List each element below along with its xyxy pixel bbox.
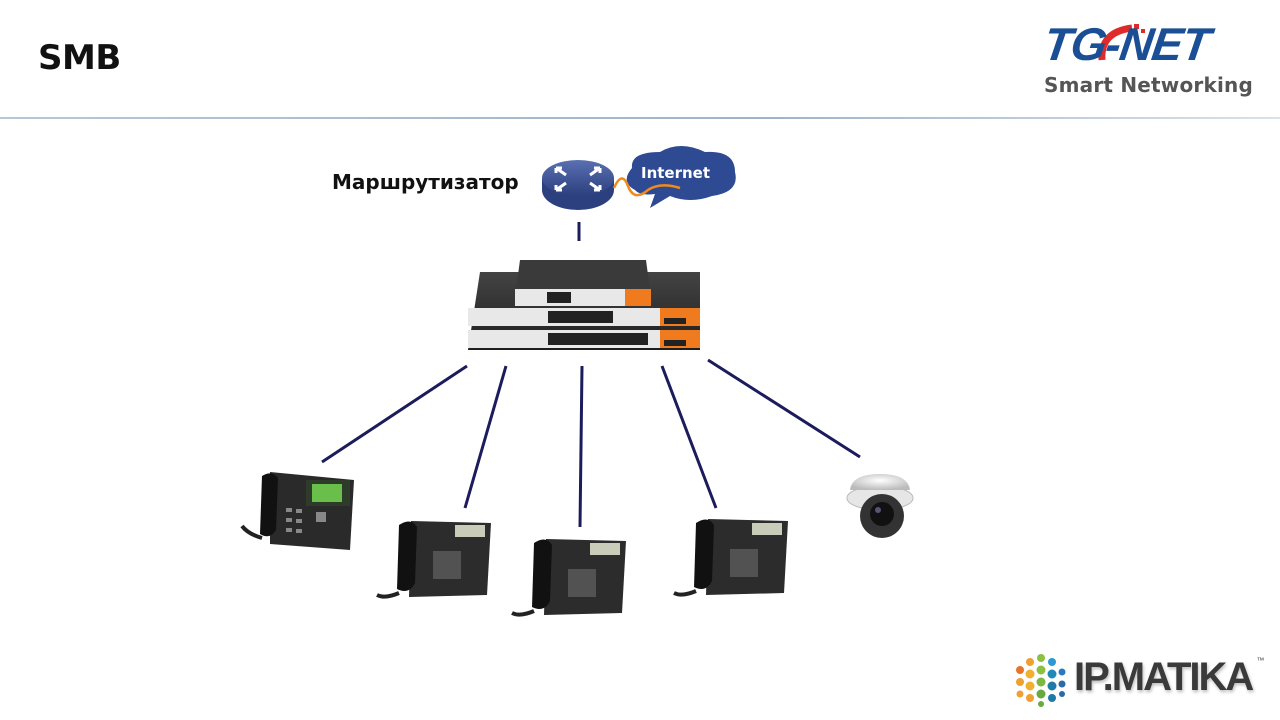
link-phone-4 <box>660 365 718 509</box>
slide-title: SMB <box>38 38 121 78</box>
ip-phone-color-icon <box>240 472 354 550</box>
router-label: Маршрутизатор <box>332 170 519 194</box>
link-phone-3 <box>578 365 584 528</box>
internet-cloud-icon <box>612 146 736 208</box>
network-links <box>321 222 861 528</box>
link-phone-1 <box>321 364 468 464</box>
tg-net-swoosh-icon <box>1098 24 1145 61</box>
ipmatika-wordmark: IP.MATIKA ™ <box>1074 654 1264 700</box>
ipmatika-sphere-icon <box>1016 654 1066 707</box>
header-divider <box>0 117 1280 119</box>
ip-phone-icon <box>511 539 626 617</box>
ipmatika-logo: IP.MATIKA ™ <box>1010 648 1270 708</box>
internet-label: Internet <box>641 164 711 182</box>
router-icon <box>542 160 614 210</box>
tg-net-tagline: Smart Networking <box>1044 73 1253 97</box>
switch-stack-icon <box>468 260 700 350</box>
ip-camera-icon <box>846 474 914 538</box>
ipmatika-brand: IP.MATIKA <box>1074 655 1254 699</box>
tg-net-logo: TG-NET Smart Networking <box>1040 18 1270 100</box>
link-phone-2 <box>463 365 508 509</box>
ip-phone-icon <box>376 521 491 599</box>
ipmatika-trademark: ™ <box>1256 656 1265 665</box>
link-camera <box>707 358 861 459</box>
ip-phone-icon <box>673 519 788 597</box>
